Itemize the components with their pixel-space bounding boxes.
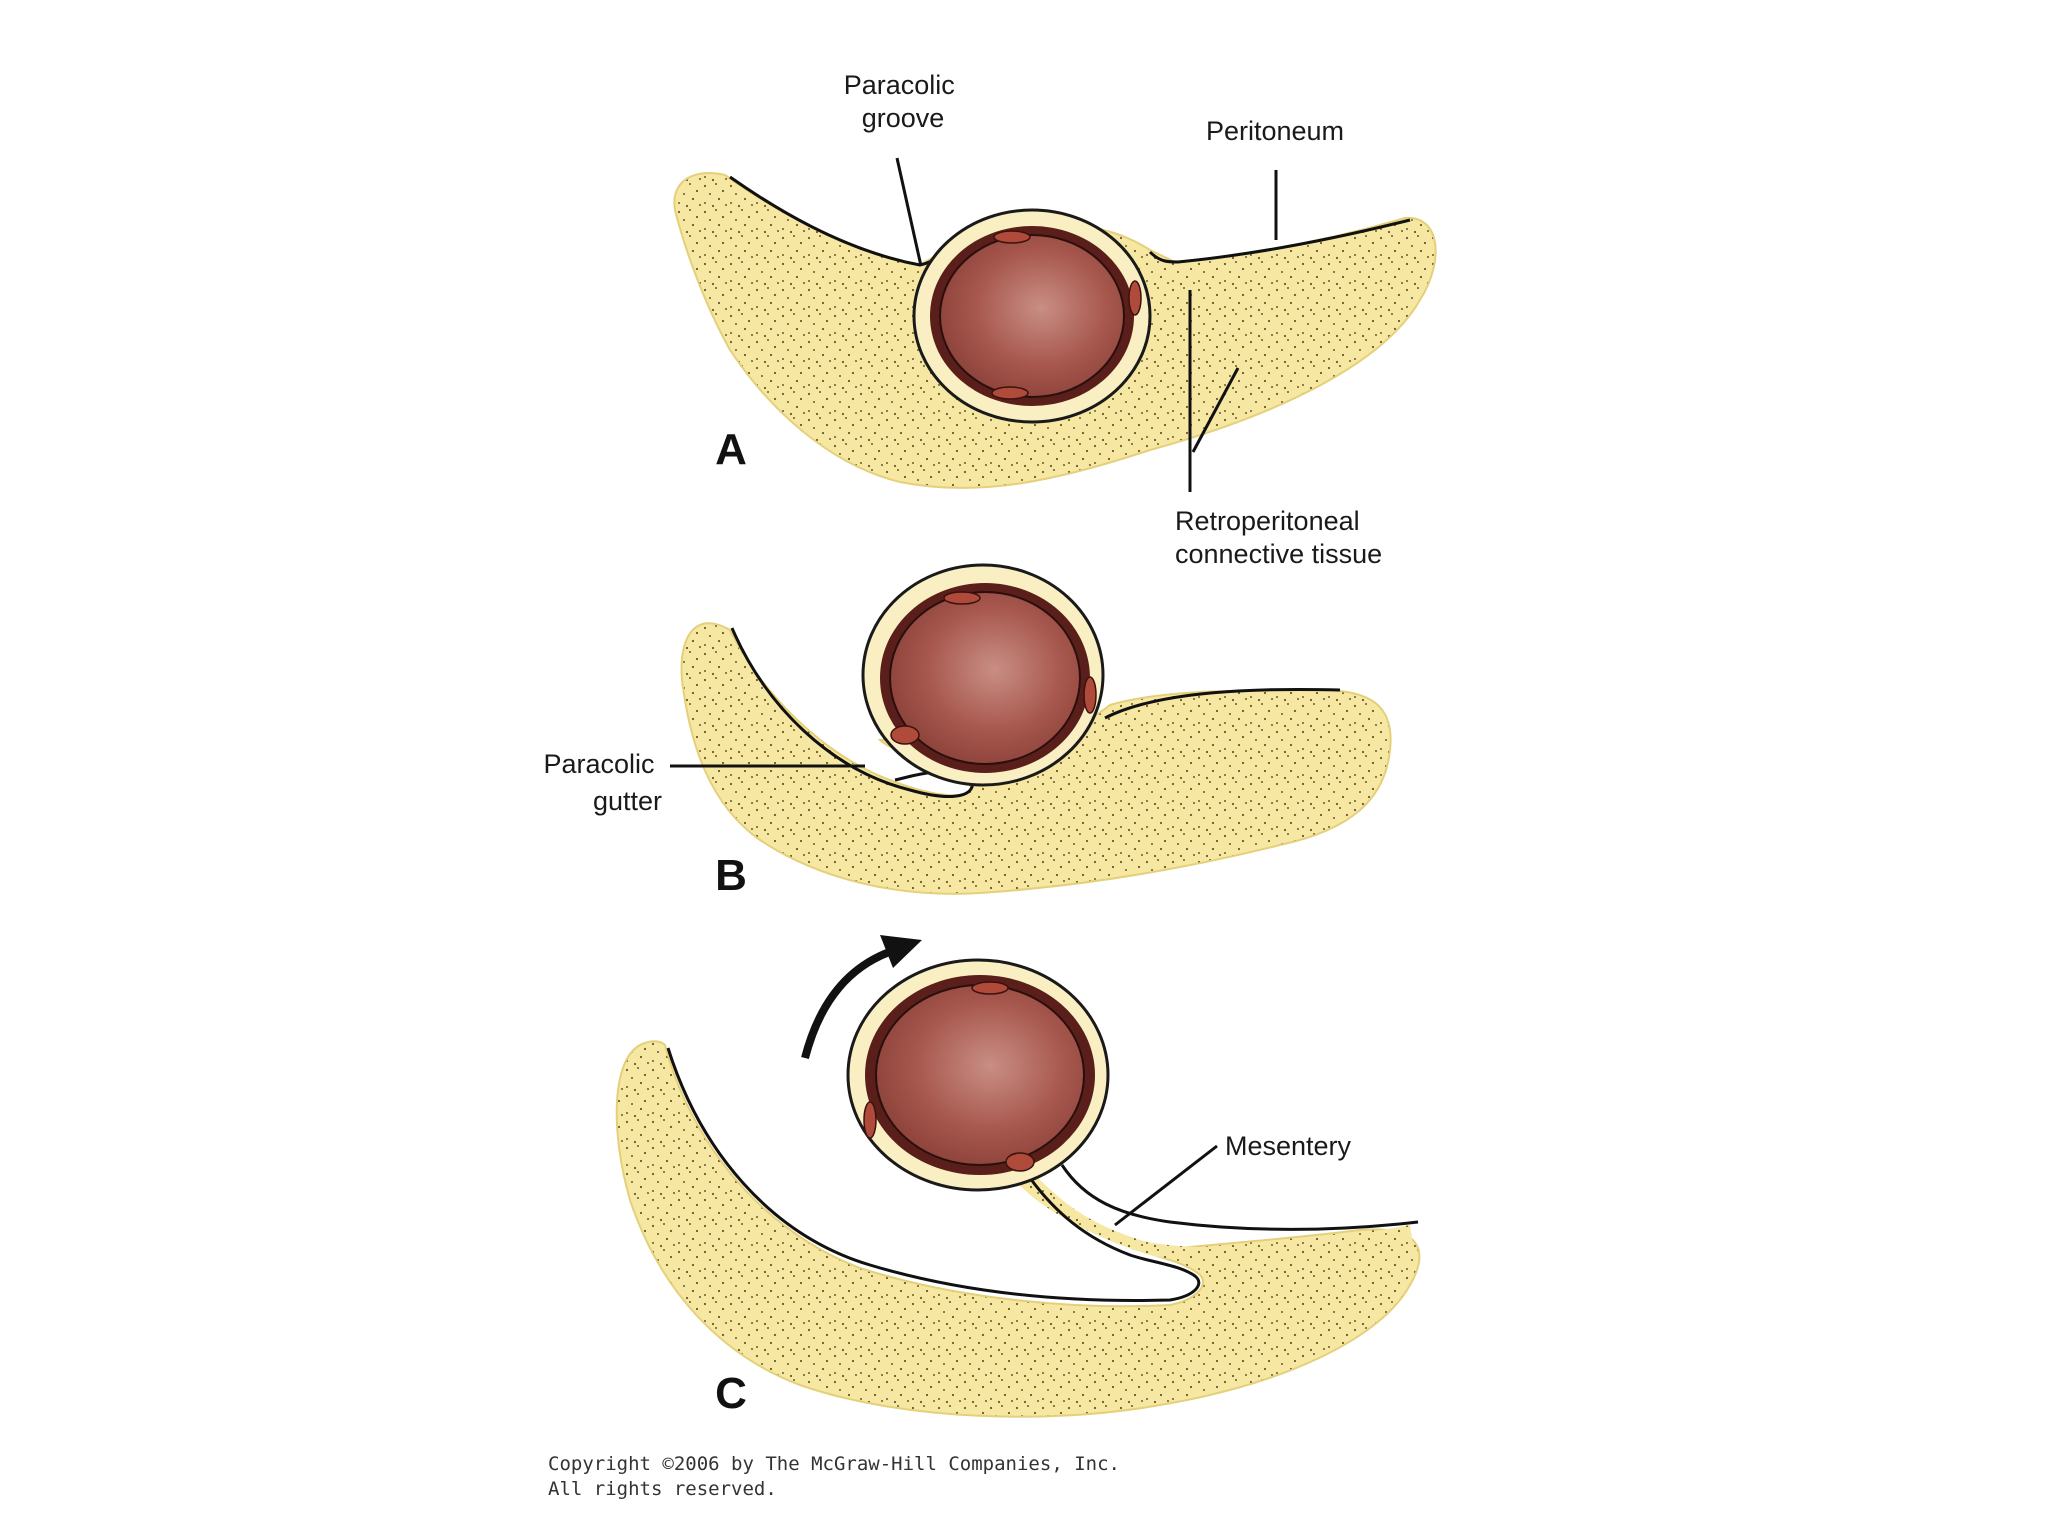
panel-a: Paracolic groove Peritoneum Retroperiton… [673, 70, 1437, 569]
copyright-line-2: All rights reserved. [548, 1478, 777, 1500]
retroperitoneal-tissue-c [615, 1040, 1421, 1418]
panel-b: Paracolic gutter B [543, 563, 1392, 900]
leader-paracolic-groove [895, 157, 923, 267]
panel-c: Mesentery C [615, 935, 1421, 1418]
taenia-c3 [1005, 1152, 1035, 1172]
taenia-c2 [863, 1101, 877, 1139]
taenia-a3 [991, 386, 1029, 400]
panel-label-c: C [715, 1369, 747, 1418]
taenia-a2 [1128, 280, 1142, 316]
mesentery-upper-line-c [1060, 1164, 1419, 1231]
label-peritoneum: Peritoneum [1206, 116, 1344, 146]
mesentery-c [1015, 1165, 1412, 1262]
taenia-b3 [890, 725, 920, 745]
copyright-line-1: Copyright ©2006 by The McGraw-Hill Compa… [548, 1453, 1120, 1475]
peritoneum-line-b-right [1104, 687, 1341, 720]
taenia-a1 [993, 230, 1031, 244]
panel-label-a: A [715, 425, 747, 474]
colon-lumen-c [875, 984, 1085, 1166]
taenia-b1 [943, 591, 981, 605]
colon-lumen-a [939, 234, 1125, 398]
label-retroperitoneal: Retroperitoneal connective tissue [1175, 506, 1382, 569]
taenia-c1 [971, 981, 1009, 995]
leader-mesentery [1114, 1144, 1218, 1227]
label-paracolic-gutter: Paracolic gutter [543, 749, 662, 816]
label-paracolic-groove: Paracolic groove [844, 70, 963, 133]
copyright-notice: Copyright ©2006 by The McGraw-Hill Compa… [548, 1452, 1120, 1502]
panel-label-b: B [715, 851, 747, 900]
rotation-arrow [801, 946, 897, 1060]
rotation-arrow-head [880, 935, 922, 968]
taenia-b2 [1083, 676, 1097, 714]
leader-retroperitoneal-2 [1191, 367, 1240, 453]
peritoneum-line-c [666, 1047, 1201, 1302]
label-mesentery: Mesentery [1225, 1131, 1352, 1161]
colon-lumen-b [889, 591, 1081, 765]
